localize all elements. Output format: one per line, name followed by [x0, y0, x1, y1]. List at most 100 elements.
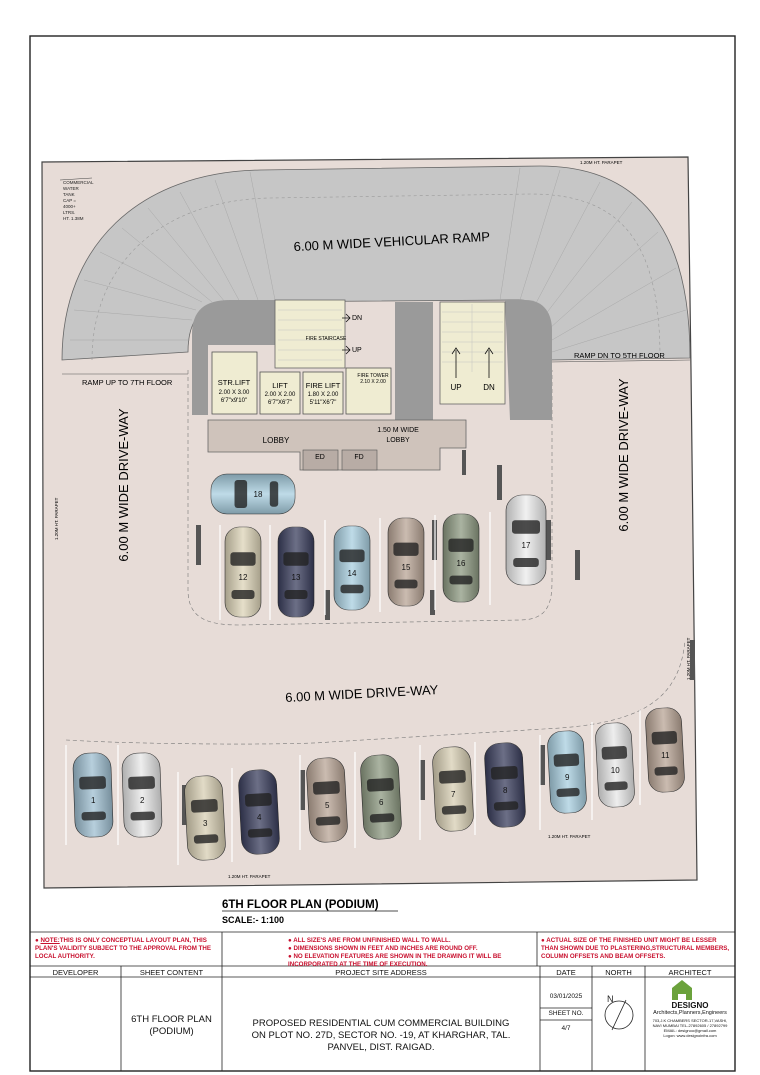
- car-3: 3: [184, 775, 226, 861]
- parapet-top: 1.20M HT. PARAPET: [580, 160, 623, 165]
- parking-bay-lines: [65, 512, 641, 865]
- car-11: 11: [645, 707, 685, 793]
- car-number: 6: [379, 798, 384, 807]
- title-block-grid: [30, 931, 735, 1071]
- fire-stair-dn: DN: [352, 315, 362, 322]
- car-number: 3: [203, 819, 208, 828]
- parapet-bottom: 1.20M HT. PARAPET: [228, 874, 271, 879]
- north-header: NORTH: [605, 968, 632, 977]
- ramp-tread-lines: [70, 167, 687, 353]
- car-number: 5: [325, 801, 330, 810]
- svg-text:N: N: [607, 994, 614, 1004]
- car-10: 10: [595, 722, 635, 808]
- car-16: 16: [442, 513, 480, 603]
- car-number: 15: [402, 563, 411, 572]
- date-value: 03/01/2025: [549, 993, 583, 1000]
- svg-text:FIRE LIFT: FIRE LIFT: [306, 381, 341, 390]
- svg-text:4000+: 4000+: [63, 204, 76, 209]
- parapet-left: 1.20M HT. PARAPET: [54, 497, 59, 540]
- svg-text:LTRS.: LTRS.: [63, 210, 75, 215]
- lobby-label: LOBBY: [263, 436, 290, 445]
- ramp-up-label: RAMP UP TO 7TH FLOOR: [82, 378, 173, 387]
- fire-staircase-label: FIRE STAIRCASE: [306, 336, 347, 342]
- date-header: DATE: [556, 968, 576, 977]
- car-number: 9: [565, 773, 570, 782]
- car-number: 14: [348, 569, 357, 578]
- svg-text:2.00 X 3.00: 2.00 X 3.00: [219, 390, 250, 396]
- car-6: 6: [360, 754, 402, 840]
- svg-text:5'11"X6'7": 5'11"X6'7": [310, 400, 337, 406]
- car-9: 9: [547, 730, 587, 814]
- project-address: PROPOSED RESIDENTIAL CUM COMMERCIAL BUIL…: [251, 1018, 511, 1053]
- str-lift: [211, 351, 258, 415]
- car-15: 15: [387, 517, 425, 607]
- car-17: 17: [505, 494, 547, 586]
- car-4: 4: [238, 769, 280, 855]
- svg-text:1.50 M WIDE: 1.50 M WIDE: [377, 427, 419, 434]
- fire-tower: [345, 367, 392, 415]
- car-number: 10: [611, 766, 620, 775]
- lift: [259, 371, 301, 415]
- parapet-right: 1.20M HT. PARAPET: [686, 637, 691, 680]
- main-stair-dn: DN: [483, 383, 495, 392]
- car-number: 11: [661, 751, 670, 760]
- fire-stair-treads: [278, 309, 342, 361]
- svg-text:FD: FD: [354, 454, 363, 461]
- car-8: 8: [484, 742, 526, 828]
- driveway-left-label: 6.00 M WIDE DRIVE-WAY: [116, 408, 131, 561]
- driveway-edge-dashed: [187, 370, 553, 626]
- fire-stair-up: UP: [352, 347, 362, 354]
- note-actual-size: ● ACTUAL SIZE OF THE FINISHED UNIT MIGHT…: [541, 937, 730, 960]
- parapet-bottom-right: 1.20M HT. PARAPET: [548, 834, 591, 839]
- svg-text:6'7"x9'10": 6'7"x9'10": [221, 398, 247, 404]
- tank-note: COMMERCIAL WATER TANK CAP = 4000+ LTRS. …: [63, 180, 94, 221]
- car-5: 5: [306, 757, 348, 843]
- car-number: 17: [522, 541, 531, 550]
- car-14: 14: [333, 525, 371, 611]
- svg-text:WATER: WATER: [63, 186, 79, 191]
- fire-staircase: [274, 299, 346, 369]
- car-number: 8: [503, 786, 508, 795]
- sheet-no-value: 4/7: [561, 1025, 571, 1032]
- car-18: 18: [210, 473, 296, 515]
- svg-text:HT. 1.38M: HT. 1.38M: [63, 216, 84, 221]
- sheet-content: 6TH FLOOR PLAN (PODIUM): [131, 1014, 212, 1037]
- core-block: [192, 300, 275, 415]
- svg-text:2.10 X 2.00: 2.10 X 2.00: [360, 379, 386, 385]
- svg-text:1.80 X 2.00: 1.80 X 2.00: [308, 392, 339, 398]
- main-stair-treads: [442, 304, 503, 372]
- svg-text:LIFT: LIFT: [272, 381, 288, 390]
- driveway-right-label: 6.00 M WIDE DRIVE-WAY: [616, 378, 631, 531]
- lobby: [207, 419, 467, 471]
- ed-shaft: [302, 449, 339, 471]
- note-dimensions: ● ALL SIZE'S ARE FROM UNFINISHED WALL TO…: [288, 937, 502, 968]
- north-arrow-icon: N: [604, 994, 634, 1031]
- svg-text:TANK: TANK: [63, 192, 75, 197]
- svg-text:COMMERCIAL: COMMERCIAL: [63, 180, 94, 185]
- plan-scale: SCALE:- 1:100: [222, 915, 284, 925]
- core-block-right: [505, 300, 552, 420]
- car-1: 1: [72, 752, 114, 838]
- svg-text:LOBBY: LOBBY: [386, 437, 410, 444]
- architect-header: ARCHITECT: [668, 968, 712, 977]
- fire-tower-shaft: [395, 302, 433, 420]
- car-number: 18: [254, 490, 263, 499]
- architect-logo-icon: [672, 980, 692, 1000]
- main-stair-up: UP: [450, 383, 461, 392]
- car-number: 16: [457, 559, 466, 568]
- outer-border: [29, 35, 736, 1072]
- architect-subtitle: Architects,Planners,Engineers: [653, 1010, 727, 1016]
- car-number: 12: [239, 573, 248, 582]
- main-staircase: [439, 301, 506, 405]
- architect-name: DESIGNO: [671, 1001, 709, 1010]
- sheet-no-header: SHEET NO.: [548, 1010, 584, 1017]
- note-conceptual: ● NOTE:THIS IS ONLY CONCEPTUAL LAYOUT PL…: [35, 937, 211, 960]
- car-13: 13: [277, 526, 315, 618]
- ramp-inner-curve: [91, 193, 661, 361]
- plan-title: 6TH FLOOR PLAN (PODIUM): [222, 899, 379, 911]
- car-12: 12: [224, 526, 262, 618]
- svg-text:STR.LIFT: STR.LIFT: [218, 378, 251, 387]
- car-number: 2: [140, 796, 145, 805]
- ramp-down-label: RAMP DN TO 5TH FLOOR: [574, 351, 665, 360]
